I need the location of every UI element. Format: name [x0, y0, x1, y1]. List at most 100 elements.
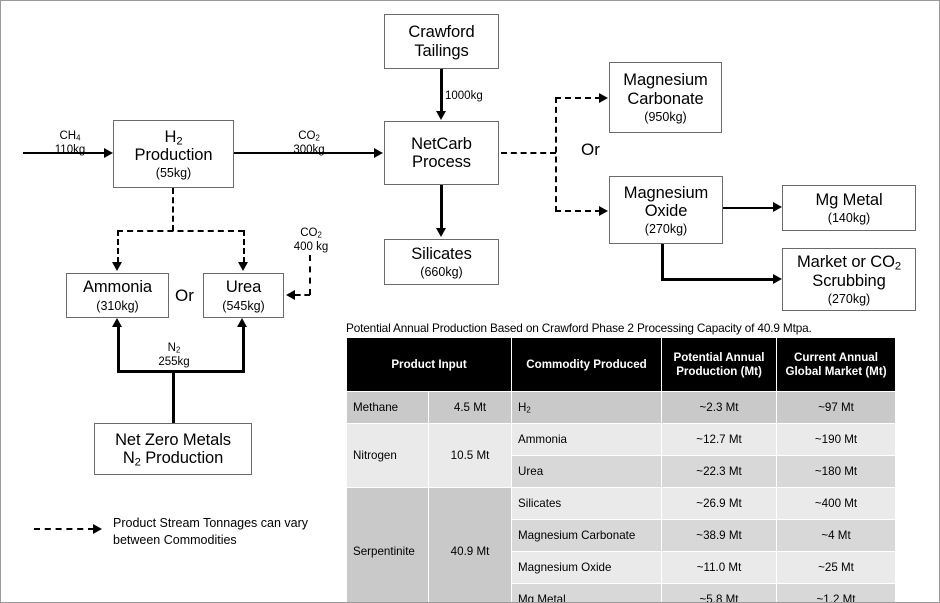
mgcarb-mass: (950kg)	[644, 109, 687, 124]
co2-300kg-label: CO2 300kg	[273, 129, 345, 157]
mgmetal-mass: (140kg)	[827, 211, 871, 226]
cell-commodity: Urea	[511, 455, 663, 488]
cell-production: ~26.9 Mt	[661, 487, 778, 520]
or-label-left: Or	[175, 286, 194, 305]
mgoxide-mass: (270kg)	[644, 222, 688, 237]
netcarb-title: NetCarb	[411, 134, 472, 153]
node-magnesium-oxide[interactable]: Magnesium Oxide (270kg)	[609, 176, 723, 244]
cell-commodity-sub: 2	[526, 405, 531, 415]
mgcarb-title: Magnesium	[623, 71, 708, 90]
n2-riser-urea	[242, 326, 245, 372]
cell-commodity: Magnesium Oxide	[511, 551, 663, 584]
market-title: Market or CO2	[797, 253, 901, 272]
cell-production: ~2.3 Mt	[661, 391, 778, 424]
node-urea[interactable]: Urea (545kg)	[203, 273, 284, 318]
node-netcarb-process[interactable]: NetCarb Process	[384, 121, 499, 185]
netcarb-to-silicates-arrowhead	[435, 228, 446, 237]
ammonia-title: Ammonia	[83, 278, 152, 297]
market-arrowhead	[773, 274, 782, 284]
cell-market: ~1.2 Mt	[776, 583, 897, 602]
mgmetal-arrowhead	[773, 202, 782, 212]
tailings-mass-label: 1000kg	[445, 90, 483, 102]
mgcarb-title-2: Carbonate	[627, 89, 704, 108]
ch4-label: CH4 110kg	[35, 129, 105, 157]
node-mg-metal[interactable]: Mg Metal (140kg)	[782, 185, 916, 231]
legend-arrowhead	[93, 523, 102, 534]
header-current-annual-global-market: Current Annual Global Market (Mt)	[776, 337, 897, 392]
cell-input-qty: 4.5 Mt	[427, 391, 513, 424]
cell-market: ~97 Mt	[776, 391, 897, 424]
co2-400kg-drop	[309, 255, 311, 295]
tailings-to-netcarb-line	[440, 69, 443, 113]
node-net-zero-metals[interactable]: Net Zero Metals N2 Production	[94, 423, 252, 475]
node-magnesium-carbonate[interactable]: Magnesium Carbonate (950kg)	[609, 62, 722, 133]
cell-market: ~25 Mt	[776, 551, 897, 584]
table-head: Product Input Commodity Produced Potenti…	[345, 337, 897, 392]
h2-branch-to-ammonia	[117, 230, 119, 263]
cell-input-name: Methane	[346, 391, 429, 424]
cell-production: ~22.3 Mt	[661, 455, 778, 488]
ch4-name: CH	[59, 130, 77, 142]
co2-urea-subscript: 2	[317, 230, 322, 240]
legend-caption: Product Stream Tonnages can vary between…	[113, 516, 309, 547]
cell-production: ~12.7 Mt	[661, 423, 778, 456]
h2-branch-to-urea	[243, 230, 245, 263]
crawford-title: Crawford	[408, 23, 475, 42]
ch4-input-line	[23, 152, 105, 154]
h2-title-base: H	[164, 127, 177, 146]
cell-market: ~190 Mt	[776, 423, 897, 456]
market-mass: (270kg)	[827, 291, 871, 306]
n2-riser-ammonia	[117, 326, 120, 372]
n2-mass: 255kg	[158, 356, 190, 369]
table-row: Nitrogen 10.5 Mt Ammonia ~12.7 Mt ~190 M…	[346, 423, 897, 488]
mgoxide-arrowhead	[599, 205, 608, 216]
market-title-2: Scrubbing	[812, 271, 886, 290]
table-row: Serpentinite 40.9 Mt Silicates ~26.9 Mt …	[346, 487, 897, 602]
table-caption: Potential Annual Production Based on Cra…	[346, 321, 812, 335]
n2-label: N2 255kg	[139, 341, 209, 370]
co2-400kg-into-urea	[295, 294, 310, 296]
node-crawford-tailings[interactable]: Crawford Tailings	[384, 14, 499, 69]
silicates-title: Silicates	[411, 244, 472, 263]
h2-production-title: H2	[164, 127, 183, 147]
h2-branch-bus	[117, 230, 244, 232]
cell-commodity: H2	[511, 391, 663, 424]
co2-out-mass: 300kg	[293, 144, 325, 157]
n2-bus	[117, 370, 245, 373]
table-row: Mg Metal ~5.8 Mt ~1.2 Mt	[347, 583, 897, 602]
h2-production-title-2: Production	[134, 146, 213, 164]
or-label-right: Or	[581, 140, 600, 159]
node-h2-production[interactable]: H2 Production (55kg)	[113, 120, 234, 188]
co2-300kg-arrowhead	[374, 147, 383, 158]
n2-subscript: 2	[175, 345, 181, 355]
co2-400kg-arrowhead	[286, 289, 295, 300]
co2-300kg-line	[234, 152, 375, 154]
urea-arrowhead	[237, 262, 248, 271]
production-table: Product Input Commodity Produced Potenti…	[345, 337, 897, 602]
node-silicates[interactable]: Silicates (660kg)	[384, 239, 499, 285]
mgoxide-title-2: Oxide	[644, 202, 688, 220]
nzm-n-sub: 2	[134, 456, 141, 469]
co2-urea-name: CO	[300, 227, 318, 239]
node-ammonia[interactable]: Ammonia (310kg)	[66, 273, 169, 318]
n2-ammonia-arrowhead	[111, 318, 122, 327]
netcarb-branch-spine	[555, 97, 557, 212]
cell-market: ~180 Mt	[776, 455, 897, 488]
node-market-or-co2-scrubbing[interactable]: Market or CO2 Scrubbing (270kg)	[782, 248, 916, 311]
header-commodity-produced: Commodity Produced	[511, 337, 663, 392]
legend-dashed-line	[34, 528, 94, 530]
silicates-mass: (660kg)	[420, 265, 463, 280]
co2-400kg-label: CO2 400 kg	[276, 226, 346, 254]
cell-commodity-base: H	[518, 400, 527, 414]
nzm-title-2: N2 Production	[123, 449, 223, 469]
urea-mass: (545kg)	[222, 298, 265, 313]
cell-market: ~400 Mt	[776, 487, 897, 520]
co2-out-name: CO	[298, 130, 316, 142]
nzm-title: Net Zero Metals	[115, 430, 231, 449]
netcarb-to-silicates-line	[440, 185, 443, 229]
urea-title: Urea	[225, 278, 262, 297]
cell-production: ~5.8 Mt	[661, 583, 778, 602]
cell-commodity: Mg Metal	[511, 583, 663, 602]
h2-title-sub: 2	[176, 134, 183, 147]
